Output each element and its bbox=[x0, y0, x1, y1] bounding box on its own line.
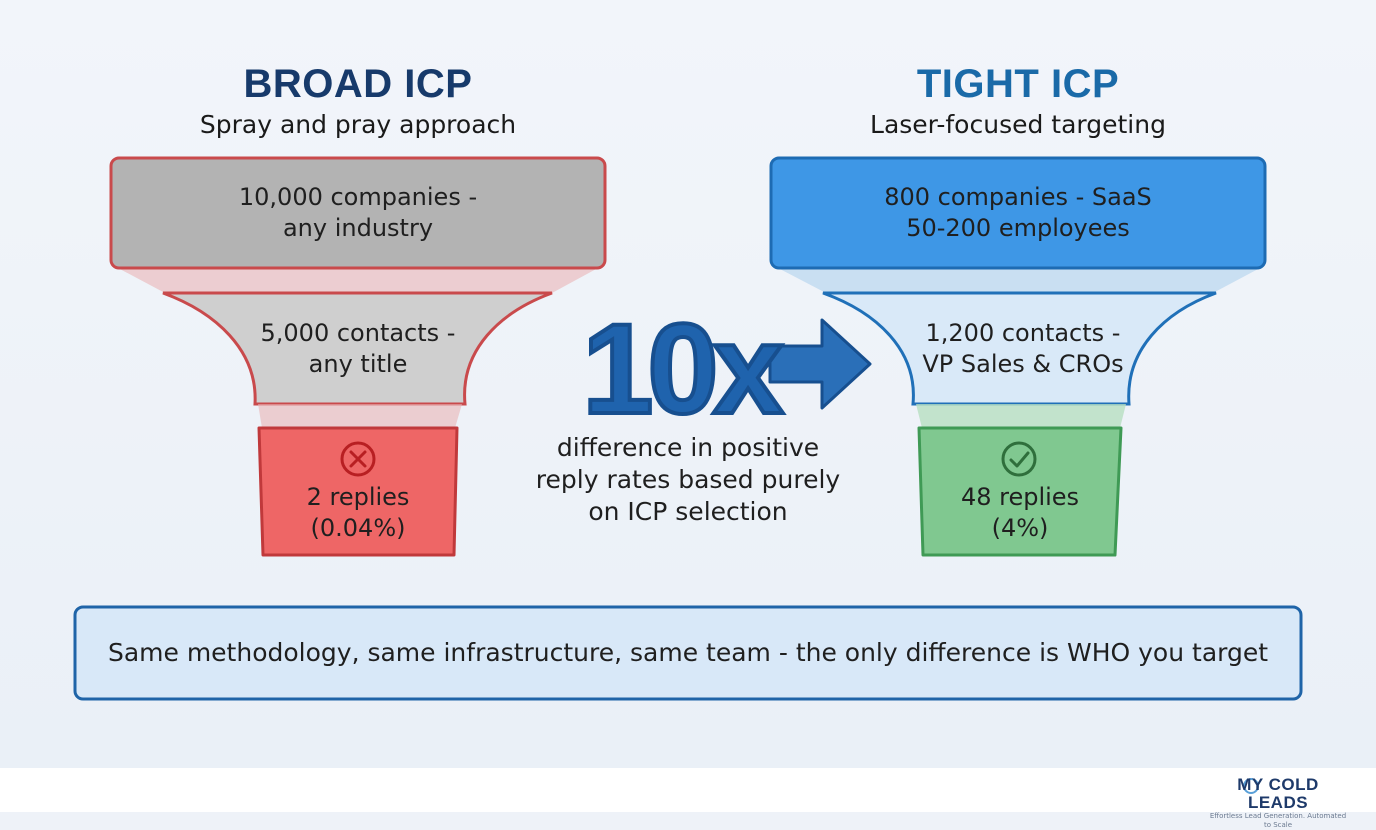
broad-result-replies: 2 replies bbox=[306, 483, 410, 511]
tight-result-replies: 48 replies bbox=[960, 483, 1080, 511]
broad-connector-1 bbox=[118, 268, 598, 293]
tight-subtitle: Laser-focused targeting bbox=[870, 110, 1166, 139]
tight-stage1-line1: 800 companies - SaaS bbox=[884, 183, 1152, 211]
footer-strip bbox=[0, 768, 1376, 812]
funnel-graphics bbox=[73, 156, 1303, 794]
logo-name: MY COLD LEADS bbox=[1237, 775, 1319, 812]
broad-result-rate: (0.04%) bbox=[310, 514, 406, 542]
broad-subtitle: Spray and pray approach bbox=[199, 110, 517, 139]
check-circle-icon bbox=[1001, 441, 1037, 477]
caption-line3: on ICP selection bbox=[588, 497, 788, 526]
tight-connector-1 bbox=[778, 268, 1260, 293]
x-circle-icon bbox=[340, 441, 376, 477]
caption-line1: difference in positive bbox=[556, 433, 820, 462]
caption-line2: reply rates based purely bbox=[535, 465, 841, 494]
broad-title: BROAD ICP bbox=[243, 62, 473, 106]
multiplier-value: 10x bbox=[580, 298, 786, 441]
tight-result-rate: (4%) bbox=[991, 514, 1049, 542]
brand-logo: MY COLD LEADS Effortless Lead Generation… bbox=[1208, 776, 1348, 830]
tight-stage2-line2: VP Sales & CROs bbox=[922, 350, 1124, 378]
tight-connector-2 bbox=[916, 404, 1126, 428]
broad-stage2-funnel bbox=[162, 291, 553, 406]
broad-stage1-text: 10,000 companies - any industry bbox=[111, 182, 605, 244]
broad-stage2-text: 5,000 contacts - any title bbox=[158, 318, 558, 380]
tight-title: TIGHT ICP bbox=[916, 62, 1120, 106]
tight-stage2-funnel bbox=[822, 291, 1217, 406]
note-box bbox=[73, 605, 1303, 701]
tight-stage1-line2: 50-200 employees bbox=[906, 214, 1130, 242]
tight-stage2-line1: 1,200 contacts - bbox=[925, 319, 1121, 347]
broad-result-box bbox=[257, 426, 459, 557]
broad-connector-2 bbox=[258, 404, 462, 428]
tight-result-text: 48 replies (4%) bbox=[919, 482, 1121, 544]
tight-stage2-text: 1,200 contacts - VP Sales & CROs bbox=[818, 318, 1228, 380]
tight-stage1-box bbox=[769, 156, 1267, 270]
tight-stage1-text: 800 companies - SaaS 50-200 employees bbox=[771, 182, 1265, 244]
logo-mark-icon bbox=[1243, 778, 1259, 794]
bottom-note: Same methodology, same infrastructure, s… bbox=[107, 638, 1269, 667]
broad-stage2-line2: any title bbox=[308, 350, 408, 378]
broad-stage1-line2: any industry bbox=[282, 214, 434, 242]
broad-stage2-line1: 5,000 contacts - bbox=[260, 319, 456, 347]
broad-stage1-line1: 10,000 companies - bbox=[238, 183, 478, 211]
broad-stage1-box bbox=[109, 156, 607, 270]
arrow-right-icon bbox=[768, 318, 872, 410]
multiplier-caption: difference in positive reply rates based… bbox=[518, 432, 858, 528]
tight-result-box bbox=[917, 426, 1123, 557]
logo-tagline: Effortless Lead Generation. Automated to… bbox=[1209, 812, 1347, 829]
broad-result-text: 2 replies (0.04%) bbox=[259, 482, 457, 544]
